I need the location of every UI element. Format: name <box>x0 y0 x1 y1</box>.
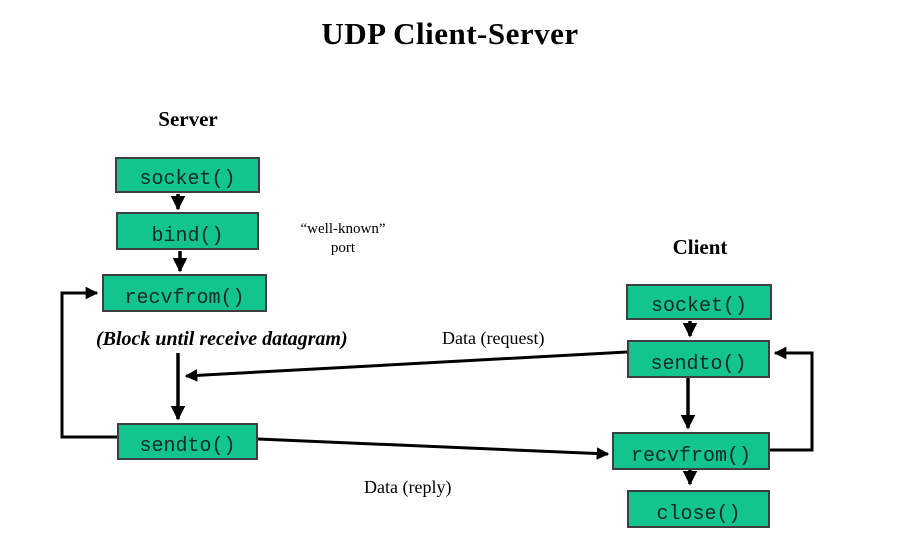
server-column-label: Server <box>158 107 218 131</box>
client-sendto-box: sendto() <box>627 340 770 378</box>
arrow-client-loop-icon <box>770 346 814 452</box>
server-bind-box: bind() <box>116 212 259 250</box>
arrow-server-loop-icon <box>60 286 117 439</box>
page-title: UDP Client-Server <box>321 16 579 51</box>
data-reply-label: Data (reply) <box>364 477 452 497</box>
server-socket-box: socket() <box>115 157 260 193</box>
server-sendto-box: sendto() <box>117 423 258 460</box>
well-known-note-line1: “well-known” <box>300 221 386 237</box>
client-close-box: close() <box>627 490 770 528</box>
server-recvfrom-box: recvfrom() <box>102 274 267 312</box>
arrow-data-request-icon <box>184 350 628 382</box>
client-socket-box: socket() <box>626 284 772 320</box>
well-known-port-note: “well-known” port <box>285 220 401 258</box>
data-request-label: Data (request) <box>442 328 545 348</box>
arrow-data-reply-icon <box>257 437 610 460</box>
client-column-label: Client <box>672 235 728 259</box>
client-recvfrom-box: recvfrom() <box>612 432 770 470</box>
well-known-note-line2: port <box>330 239 356 256</box>
block-until-receive-note: (Block until receive datagram) <box>96 328 348 350</box>
